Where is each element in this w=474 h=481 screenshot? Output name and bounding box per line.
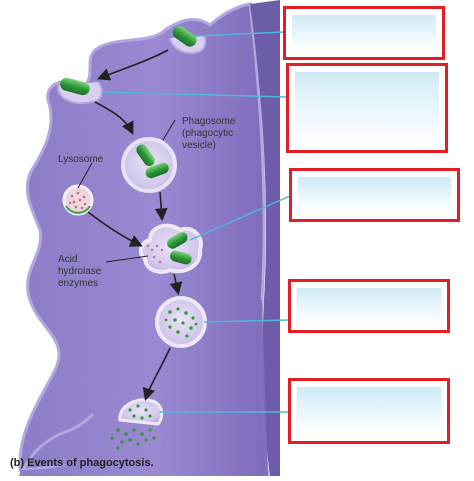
answer-box-4-fill <box>297 288 441 324</box>
label-acid-3: enzymes <box>58 278 98 289</box>
lysosome <box>62 184 94 216</box>
digested-fragments <box>164 307 198 338</box>
answer-box-1-fill <box>292 15 436 51</box>
answer-box-2[interactable] <box>286 63 448 153</box>
label-phagosome-1: Phagosome <box>182 116 236 127</box>
bacterium-engulfing <box>60 77 90 96</box>
leader-lines <box>101 31 291 413</box>
exocytosis-pocket <box>118 398 164 426</box>
answer-box-3-fill <box>298 177 451 213</box>
label-acid-2: hydrolase <box>58 266 102 277</box>
figure-caption: (b) Events of phagocytosis. <box>10 457 154 469</box>
label-callouts <box>77 119 176 263</box>
process-arrows <box>87 49 183 402</box>
label-phagosome-3: vesicle) <box>182 140 216 151</box>
label-acid-1: Acid <box>58 254 77 265</box>
phagolysosome-enzymes <box>146 244 164 264</box>
released-debris <box>110 404 156 450</box>
answer-box-3[interactable] <box>289 168 460 222</box>
bacterium-attaching <box>172 26 197 47</box>
lysosome-enzymes <box>68 191 87 210</box>
phagolysosome-bacterium-1 <box>166 232 188 249</box>
phagolysosome <box>138 223 203 274</box>
label-phagosome-2: (phagocytic <box>182 128 233 139</box>
label-lysosome: Lysosome <box>58 154 104 165</box>
answer-box-4[interactable] <box>288 279 450 333</box>
answer-box-5[interactable] <box>288 378 450 444</box>
cell-right-edge <box>250 0 280 476</box>
digestion-vesicle <box>155 296 207 348</box>
phagolysosome-bacterium-2 <box>170 250 192 265</box>
phagosome-bacterium-2 <box>145 162 169 179</box>
phagosome-bacterium-1 <box>136 144 155 167</box>
answer-box-5-fill <box>297 387 441 435</box>
answer-box-1[interactable] <box>283 6 445 60</box>
answer-box-2-fill <box>295 72 439 144</box>
text-labels: Phagosome (phagocytic vesicle) Lysosome … <box>58 116 236 289</box>
lysosome-green-rim <box>65 205 91 214</box>
